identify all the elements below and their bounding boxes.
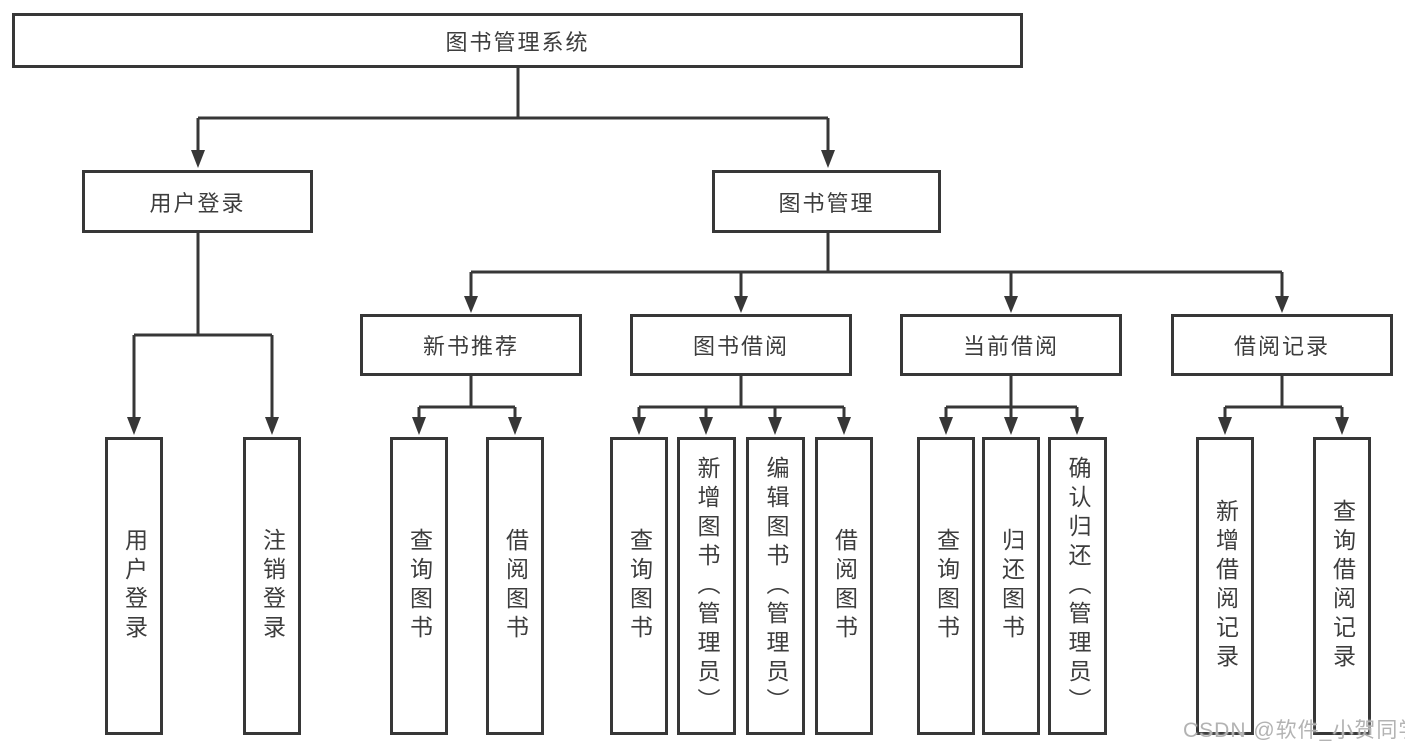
node-book-mgmt-label: 图书管理 [778,190,875,216]
connector-book-mgmt-to-level3 [464,233,1289,313]
node-borrow-records: 借阅记录 [1171,314,1393,376]
node-user-login: 用户登录 [82,170,313,233]
leaf-query-books-current: 查询图书 [917,437,975,735]
leaf-borrow-books-rec: 借阅图书 [486,437,544,735]
csdn-watermark: CSDN @软件_小贺同学 [1183,719,1405,742]
node-borrow-records-label: 借阅记录 [1233,334,1330,359]
leaf-query-books-borrow: 查询图书 [610,437,668,735]
leaf-borrow-books: 借阅图书 [815,437,873,735]
connector-new-book-rec-to-leaves [412,376,522,435]
node-user-login-label: 用户登录 [149,190,246,216]
leaf-add-books-admin: 新增图书（管理员） [677,437,736,735]
leaf-query-borrow-record: 查询借阅记录 [1313,437,1371,735]
leaf-confirm-return-admin: 确认归还（管理员） [1048,437,1107,735]
leaf-logout: 注销登录 [243,437,301,735]
connector-root-to-level2 [191,68,835,168]
connector-user-login-to-leaves [127,233,279,435]
leaf-query-books-rec: 查询图书 [390,437,448,735]
leaf-user-login: 用户登录 [105,437,163,735]
node-root-label: 图书管理系统 [445,29,590,55]
leaf-add-borrow-record: 新增借阅记录 [1196,437,1254,735]
node-new-book-rec-label: 新书推荐 [422,334,519,359]
node-current-borrow: 当前借阅 [900,314,1122,376]
connector-borrow-records-to-leaves [1218,376,1349,435]
leaf-return-books: 归还图书 [982,437,1040,735]
node-current-borrow-label: 当前借阅 [962,334,1059,359]
connector-book-borrow-to-leaves [632,376,851,435]
node-root: 图书管理系统 [12,13,1023,68]
connector-current-borrow-to-leaves [939,376,1084,435]
leaf-edit-books-admin: 编辑图书（管理员） [746,437,805,735]
node-book-borrow-label: 图书借阅 [692,334,789,359]
node-new-book-rec: 新书推荐 [360,314,582,376]
node-book-mgmt: 图书管理 [712,170,941,233]
node-book-borrow: 图书借阅 [630,314,852,376]
